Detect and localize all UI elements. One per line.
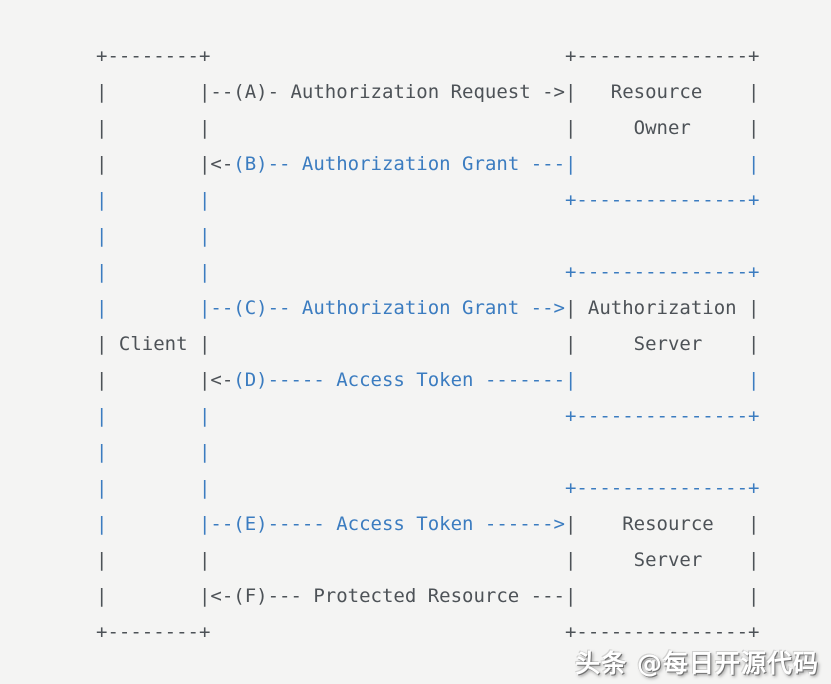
diagram-line: | | +---------------+ [96,470,759,506]
watermark: 头条 @每日开源代码 [575,644,819,680]
diagram-line: | | | Owner | [96,110,759,146]
diagram-line: | | [96,218,759,254]
diagram-line: | |<-(B)-- Authorization Grant ---| | [96,146,759,182]
diagram-segment: (D)----- Access Token -------| | [233,369,760,391]
diagram-segment: | Authorization | [565,297,760,319]
diagram-line: | Client | | Server | [96,326,759,362]
diagram-line: | |<-(D)----- Access Token -------| | [96,362,759,398]
diagram-segment: | | | Owner | [96,117,760,139]
diagram-line: +--------+ +---------------+ [96,614,759,650]
diagram-line: | | [96,434,759,470]
diagram-segment: | |--(A)- Authorization Request ->| Reso… [96,81,760,103]
diagram-segment: | | [96,225,211,247]
diagram-line: | | | Server | [96,542,759,578]
oauth-ascii-flow-diagram: +--------+ +---------------+ | |--(A)- Au… [96,38,759,650]
diagram-segment: | | +---------------+ [96,477,760,499]
diagram-line: | | +---------------+ [96,254,759,290]
diagram-line: | | +---------------+ [96,182,759,218]
diagram-segment: +--------+ +---------------+ [96,621,760,643]
diagram-line: +--------+ +---------------+ [96,38,759,74]
diagram-segment: | | +---------------+ [96,261,760,283]
diagram-line: | |--(E)----- Access Token ------>| Reso… [96,506,759,542]
diagram-segment: | | +---------------+ [96,189,760,211]
diagram-segment: | |<- [96,153,234,175]
diagram-line: | |--(C)-- Authorization Grant -->| Auth… [96,290,759,326]
diagram-segment: | | [96,441,211,463]
diagram-segment: | | +---------------+ [96,405,760,427]
diagram-segment: (B)-- Authorization Grant ---| | [233,153,760,175]
diagram-segment: | | | Server | [96,549,760,571]
diagram-segment: | |--(C)-- Authorization Grant --> [96,297,565,319]
diagram-line: | | +---------------+ [96,398,759,434]
diagram-segment: | Client | | Server | [96,333,760,355]
diagram-line: | |<-(F)--- Protected Resource ---| | [96,578,759,614]
watermark-text: 头条 @每日开源代码 [575,649,819,678]
diagram-line: | |--(A)- Authorization Request ->| Reso… [96,74,759,110]
diagram-segment: | |<-(F)--- Protected Resource ---| | [96,585,760,607]
diagram-segment: | |<- [96,369,234,391]
diagram-segment: +--------+ +---------------+ [96,45,760,67]
diagram-segment: | Resource | [565,513,760,535]
diagram-segment: | |--(E)----- Access Token ------> [96,513,565,535]
